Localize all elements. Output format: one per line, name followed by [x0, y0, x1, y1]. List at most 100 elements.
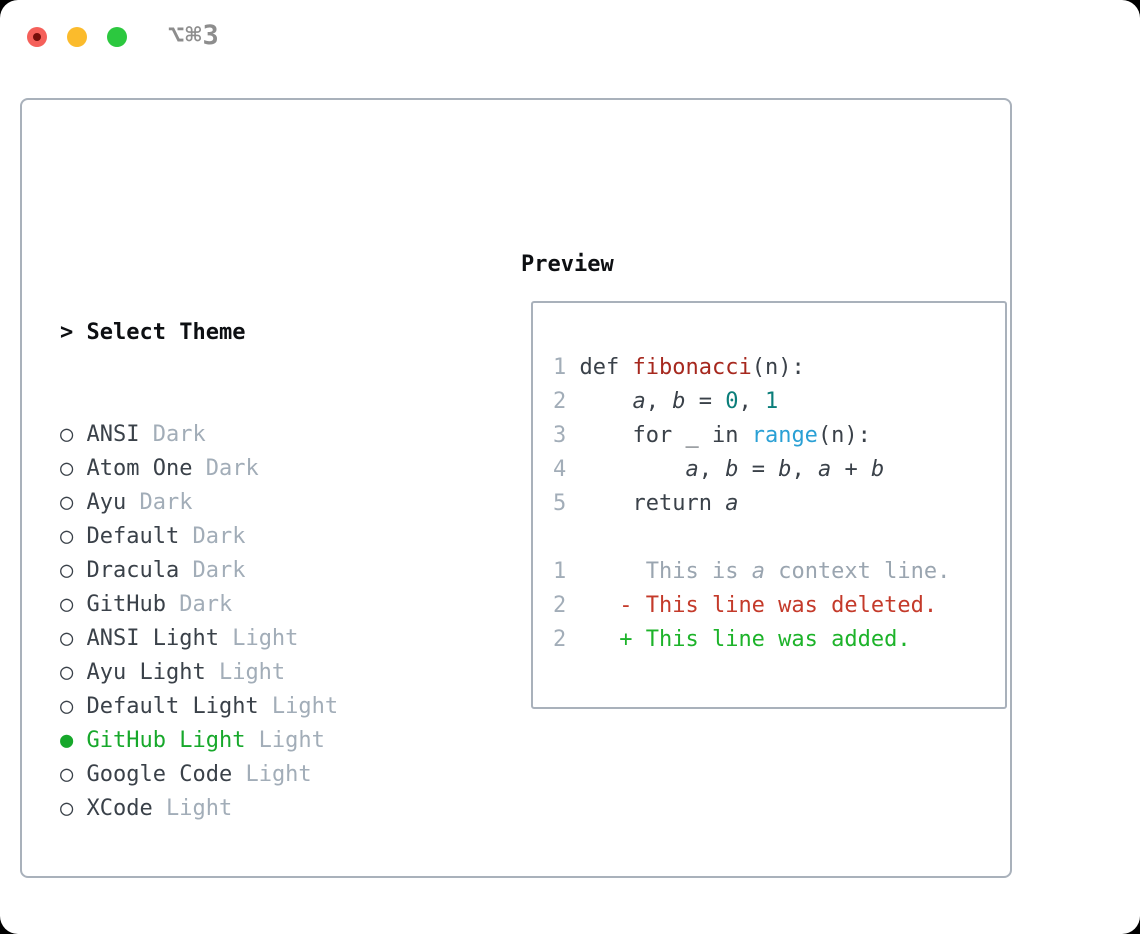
code-token: b — [725, 457, 739, 482]
theme-name: Atom One — [73, 456, 193, 481]
code-token: + — [831, 457, 871, 482]
code-token: 2 — [553, 627, 567, 652]
code-token: range — [751, 423, 818, 448]
theme-option-github[interactable]: ○ GitHub Dark — [60, 588, 431, 622]
radio-icon: ○ — [60, 558, 74, 583]
preview-title: Preview — [521, 252, 614, 277]
theme-option-ayu-light[interactable]: ○ Ayu Light Light — [60, 656, 431, 690]
minimize-button[interactable] — [67, 27, 87, 47]
code-token: 2 — [553, 593, 567, 618]
theme-name: ANSI Light — [73, 626, 219, 651]
code-token: a — [725, 491, 739, 516]
code-token: a — [817, 457, 832, 482]
radio-icon: ○ — [60, 796, 74, 821]
code-token: b — [672, 389, 686, 414]
code-token: return — [632, 491, 726, 516]
code-token — [566, 559, 645, 584]
theme-option-ansi[interactable]: ○ ANSI Dark — [60, 418, 431, 452]
code-line: 1 def fibonacci(n): — [553, 351, 1005, 385]
theme-variant: Dark — [179, 524, 246, 549]
theme-option-ansi-light[interactable]: ○ ANSI Light Light — [60, 622, 431, 656]
diff-added-line: 2 + This line was added. — [553, 623, 1005, 657]
code-token — [566, 491, 632, 516]
theme-name: Ayu — [73, 490, 127, 515]
code-token — [566, 423, 632, 448]
code-token: , — [791, 457, 818, 482]
code-token: - This line was deleted. — [619, 593, 938, 618]
theme-option-atom-one[interactable]: ○ Atom One Dark — [60, 452, 431, 486]
theme-option-ayu[interactable]: ○ Ayu Dark — [60, 486, 431, 520]
code-line: 2 a, b = 0, 1 — [553, 385, 1005, 419]
theme-option-default-light[interactable]: ○ Default Light Light — [60, 690, 431, 724]
theme-name: Default — [73, 524, 180, 549]
code-token: 0 — [725, 389, 739, 414]
theme-variant: Light — [218, 626, 299, 651]
theme-variant: Light — [152, 796, 233, 821]
code-token: (n): — [817, 423, 871, 448]
theme-variant: Dark — [179, 558, 246, 583]
code-line: 3 for _ in range(n): — [553, 419, 1005, 453]
zoom-button[interactable] — [107, 27, 127, 47]
theme-variant: Dark — [126, 490, 193, 515]
window-shortcut-label: ⌥⌘3 — [168, 20, 220, 51]
diff-context-line: 1 This is a context line. — [553, 555, 1005, 589]
code-token: a — [751, 559, 765, 584]
code-token — [566, 457, 685, 482]
theme-name: ANSI — [73, 422, 140, 447]
theme-name: GitHub — [73, 592, 166, 617]
prompt-icon: > — [60, 320, 87, 345]
spacer — [60, 894, 431, 928]
radio-icon: ● — [60, 728, 74, 753]
theme-option-default[interactable]: ○ Default Dark — [60, 520, 431, 554]
code-token: b — [870, 457, 885, 482]
code-token — [566, 389, 632, 414]
theme-list-column: > Select Theme ○ ANSI Dark○ Atom One Dar… — [60, 248, 431, 934]
theme-option-github-light[interactable]: ● GitHub Light Light — [60, 724, 431, 758]
code-token: a — [685, 457, 699, 482]
code-token: + This line was added. — [619, 627, 911, 652]
blank-line — [553, 521, 1005, 555]
radio-icon: ○ — [60, 456, 74, 481]
code-token — [566, 627, 619, 652]
theme-variant: Light — [232, 762, 312, 787]
code-token: b — [778, 457, 792, 482]
code-token: , — [698, 457, 726, 482]
code-token: for _ in — [632, 423, 752, 448]
close-dot-icon — [33, 33, 41, 41]
code-token: 1 — [553, 559, 567, 584]
radio-icon: ○ — [60, 762, 74, 787]
theme-variant: Dark — [165, 592, 233, 617]
theme-picker-panel: > Select Theme ○ ANSI Dark○ Atom One Dar… — [20, 98, 1012, 878]
code-token: context line. — [764, 559, 951, 584]
theme-name: XCode — [73, 796, 153, 821]
code-token: a — [632, 389, 646, 414]
code-token: 1 — [764, 389, 779, 414]
code-token: = — [685, 389, 726, 414]
radio-icon: ○ — [60, 422, 74, 447]
code-token: = — [738, 457, 779, 482]
radio-icon: ○ — [60, 490, 74, 515]
radio-icon: ○ — [60, 626, 74, 651]
close-button[interactable] — [27, 27, 47, 47]
diff-deleted-line: 2 - This line was deleted. — [553, 589, 1005, 623]
theme-list: ○ ANSI Dark○ Atom One Dark○ Ayu Dark○ De… — [60, 418, 431, 826]
theme-option-google-code[interactable]: ○ Google Code Light — [60, 758, 431, 792]
theme-name: GitHub Light — [73, 728, 246, 753]
code-token — [566, 355, 579, 380]
code-token: fibonacci — [632, 355, 752, 380]
theme-option-dracula[interactable]: ○ Dracula Dark — [60, 554, 431, 588]
radio-icon: ○ — [60, 592, 74, 617]
theme-option-xcode[interactable]: ○ XCode Light — [60, 792, 431, 826]
code-token — [566, 593, 619, 618]
radio-icon: ○ — [60, 660, 74, 685]
select-theme-header: > Select Theme — [60, 316, 431, 350]
code-line: 5 return a — [553, 487, 1005, 521]
code-token: , — [645, 389, 673, 414]
theme-variant: Light — [245, 728, 325, 753]
code-token: def — [579, 355, 633, 380]
code-line: 4 a, b = b, a + b — [553, 453, 1005, 487]
code-token: 3 — [553, 423, 567, 448]
